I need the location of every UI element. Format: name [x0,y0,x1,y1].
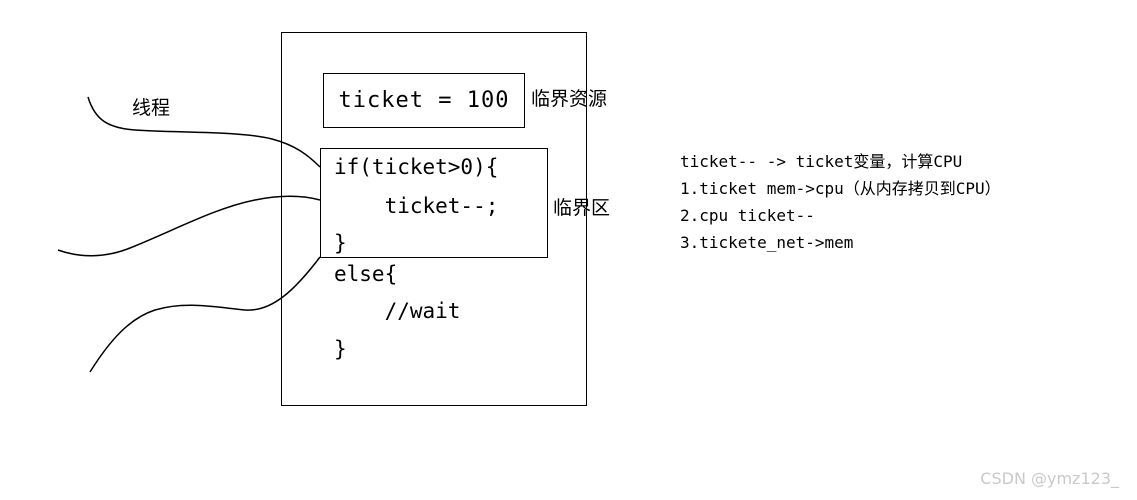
annotation-line-step-3: 3.tickete_net->mem [680,233,854,252]
watermark-text: CSDN @ymz123_ [980,469,1119,488]
annotation-line-step-2: 2.cpu ticket-- [680,206,815,225]
annotation-line-headline: ticket-- -> ticket变量，计算CPU [680,152,963,171]
critical-resource-box: ticket = 100 [323,73,525,128]
annotation-block: ticket-- -> ticket变量，计算CPU 1.ticket mem-… [680,148,1100,256]
ticket-variable-text: ticket = 100 [338,88,510,113]
critical-section-box [320,148,548,258]
critical-resource-label: 临界资源 [531,88,608,110]
process-memory-box [281,32,587,406]
code-line-else-close-brace: } [334,337,347,361]
code-line-ticket-decrement: ticket--; [334,194,499,218]
code-line-else: else{ [334,262,398,286]
code-line-if: if(ticket>0){ [334,155,499,179]
annotation-line-step-1: 1.ticket mem->cpu（从内存拷贝到CPU） [680,179,1001,198]
critical-section-label: 临界区 [553,197,611,219]
thread-label: 线程 [132,97,171,119]
code-line-if-close-brace: } [334,231,347,255]
code-line-wait-comment: //wait [334,299,461,323]
